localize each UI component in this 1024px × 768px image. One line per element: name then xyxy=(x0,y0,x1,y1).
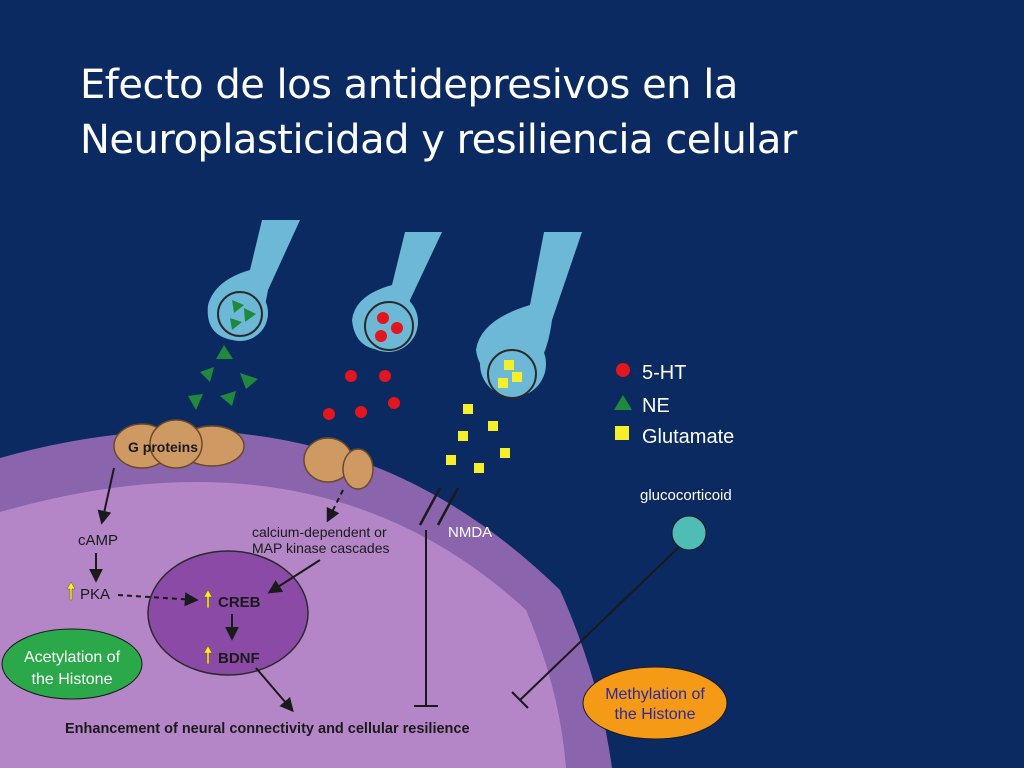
legend-5ht-marker xyxy=(616,363,630,377)
5ht-molecules-vesicle xyxy=(375,312,403,342)
arrow-cascades-to-creb xyxy=(267,559,321,594)
arrow-bdnf-to-enhancement xyxy=(255,667,294,713)
axon-terminal-ne xyxy=(207,220,300,341)
pathway-arrows xyxy=(89,467,679,713)
calcium-receptor xyxy=(303,437,374,490)
legend-glutamate-marker xyxy=(615,426,629,440)
slide-title: Efecto de los antidepresivos en la Neuro… xyxy=(80,58,980,168)
methylation-histone-badge xyxy=(582,666,728,740)
arrow-receptor-to-cascades xyxy=(326,489,344,523)
pka-label: PKA xyxy=(80,586,110,603)
glutamate-molecules-released xyxy=(446,404,510,473)
vesicle-ne xyxy=(217,291,263,337)
axon-terminal-5ht xyxy=(352,232,442,352)
vesicle-5ht xyxy=(364,301,414,351)
inhibit-glucocorticoid-bar xyxy=(511,691,529,709)
g-proteins-label: G proteins xyxy=(128,439,198,455)
up-arrow-icon xyxy=(203,645,213,665)
arrow-pka-to-creb xyxy=(117,592,199,607)
acetylation-label-2: the Histone xyxy=(32,671,113,688)
glucocorticoid-label: glucocorticoid xyxy=(640,487,732,504)
inhibit-glucocorticoid-line xyxy=(519,547,679,701)
glutamate-molecules-vesicle xyxy=(498,360,522,388)
methylation-label-2: the Histone xyxy=(615,706,696,723)
enhancement-label: Enhancement of neural connectivity and c… xyxy=(65,721,470,737)
5ht-molecules-released xyxy=(323,370,400,420)
legend-5ht-label: 5-HT xyxy=(642,362,686,384)
acetylation-histone-badge xyxy=(1,628,143,700)
methylation-label-1: Methylation of xyxy=(605,686,705,703)
calcium-label-2: MAP kinase cascades xyxy=(252,540,389,556)
legend-ne-label: NE xyxy=(642,395,670,417)
camp-label: cAMP xyxy=(78,532,118,549)
calcium-label-1: calcium-dependent or xyxy=(252,524,387,540)
ne-molecules-vesicle xyxy=(230,300,256,330)
up-arrow-icon xyxy=(66,581,76,601)
legend-glutamate-label: Glutamate xyxy=(642,426,734,448)
up-arrow-icon xyxy=(203,589,213,609)
ne-molecules-released xyxy=(188,345,258,410)
axon-terminal-glutamate xyxy=(476,232,582,399)
legend: 5-HT NE Glutamate xyxy=(614,362,734,448)
g-proteins-receptor: G proteins xyxy=(113,419,245,469)
bdnf-label: BDNF xyxy=(218,650,260,667)
creb-label: CREB xyxy=(218,594,261,611)
glucocorticoid-molecule xyxy=(671,515,707,551)
title-line-1: Efecto de los antidepresivos en la xyxy=(80,62,738,108)
acetylation-label-1: Acetylation of xyxy=(24,649,121,666)
arrow-gprotein-to-camp xyxy=(97,467,115,525)
up-arrow-icons xyxy=(66,581,213,665)
nmda-label: NMDA xyxy=(448,524,492,541)
legend-ne-marker xyxy=(614,395,632,410)
title-line-2: Neuroplasticidad y resiliencia celular xyxy=(80,117,797,163)
nmda-receptor xyxy=(418,487,460,526)
